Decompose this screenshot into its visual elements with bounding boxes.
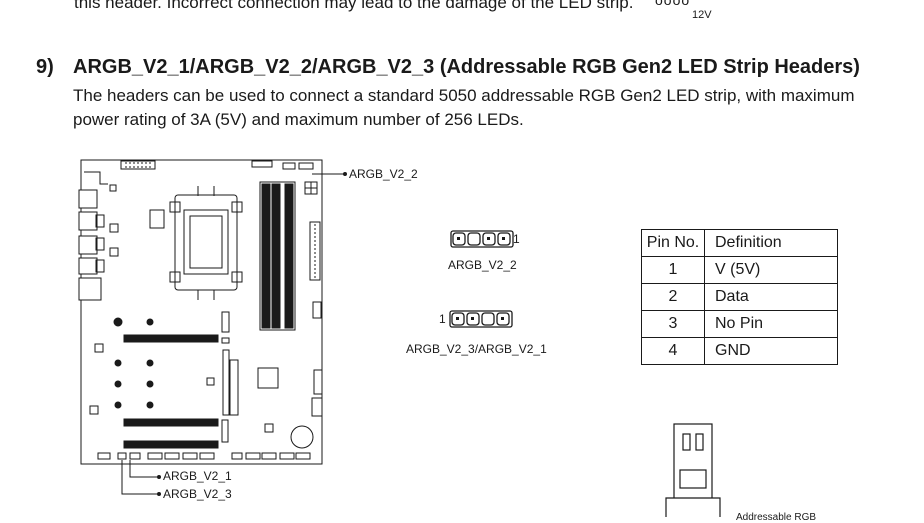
connector-top-pin1: 1 bbox=[513, 232, 520, 246]
previous-voltage-label: 12V bbox=[692, 9, 712, 21]
table-row: 2 Data bbox=[641, 283, 838, 311]
section-title: ARGB_V2_1/ARGB_V2_2/ARGB_V2_3 (Addressab… bbox=[73, 56, 860, 78]
connector-top-pins bbox=[450, 230, 514, 248]
connector-bottom-pin1: 1 bbox=[439, 312, 446, 326]
previous-section-text: this header. Incorrect connection may le… bbox=[74, 0, 634, 12]
connector-top-label: ARGB_V2_2 bbox=[448, 258, 517, 272]
table-cell-definition: No Pin bbox=[704, 310, 838, 338]
table-cell-definition: GND bbox=[704, 337, 838, 365]
table-cell-pin: 1 bbox=[641, 256, 705, 284]
callout-line-bottom1 bbox=[129, 460, 157, 478]
table-header-pin: Pin No. bbox=[641, 229, 705, 257]
board-label-top: ARGB_V2_2 bbox=[349, 167, 418, 181]
table-row: 4 GND bbox=[641, 337, 838, 365]
table-row: 1 V (5V) bbox=[641, 256, 838, 284]
table-cell-definition: Data bbox=[704, 283, 838, 311]
table-header-definition: Definition bbox=[704, 229, 838, 257]
pin-definition-table: Pin No. Definition 1 V (5V) 2 Data 3 No … bbox=[641, 229, 838, 365]
table-cell-pin: 4 bbox=[641, 337, 705, 365]
strip-label: Addressable RGB bbox=[736, 512, 817, 523]
callout-line-bottom3 bbox=[121, 460, 157, 495]
table-row: 3 No Pin bbox=[641, 310, 838, 338]
section-number: 9) bbox=[36, 56, 54, 78]
table-cell-pin: 2 bbox=[641, 283, 705, 311]
table-cell-definition: V (5V) bbox=[704, 256, 838, 284]
led-strip-plug bbox=[665, 423, 721, 517]
board-label-bottom3: ARGB_V2_3 bbox=[163, 487, 232, 501]
table-cell-pin: 3 bbox=[641, 310, 705, 338]
section-description: The headers can be used to connect a sta… bbox=[73, 86, 855, 129]
board-label-bottom1: ARGB_V2_1 bbox=[163, 469, 232, 483]
previous-connector-pins: oooo bbox=[655, 0, 691, 8]
table-header-row: Pin No. Definition bbox=[641, 229, 838, 257]
connector-bottom-label: ARGB_V2_3/ARGB_V2_1 bbox=[406, 342, 547, 356]
